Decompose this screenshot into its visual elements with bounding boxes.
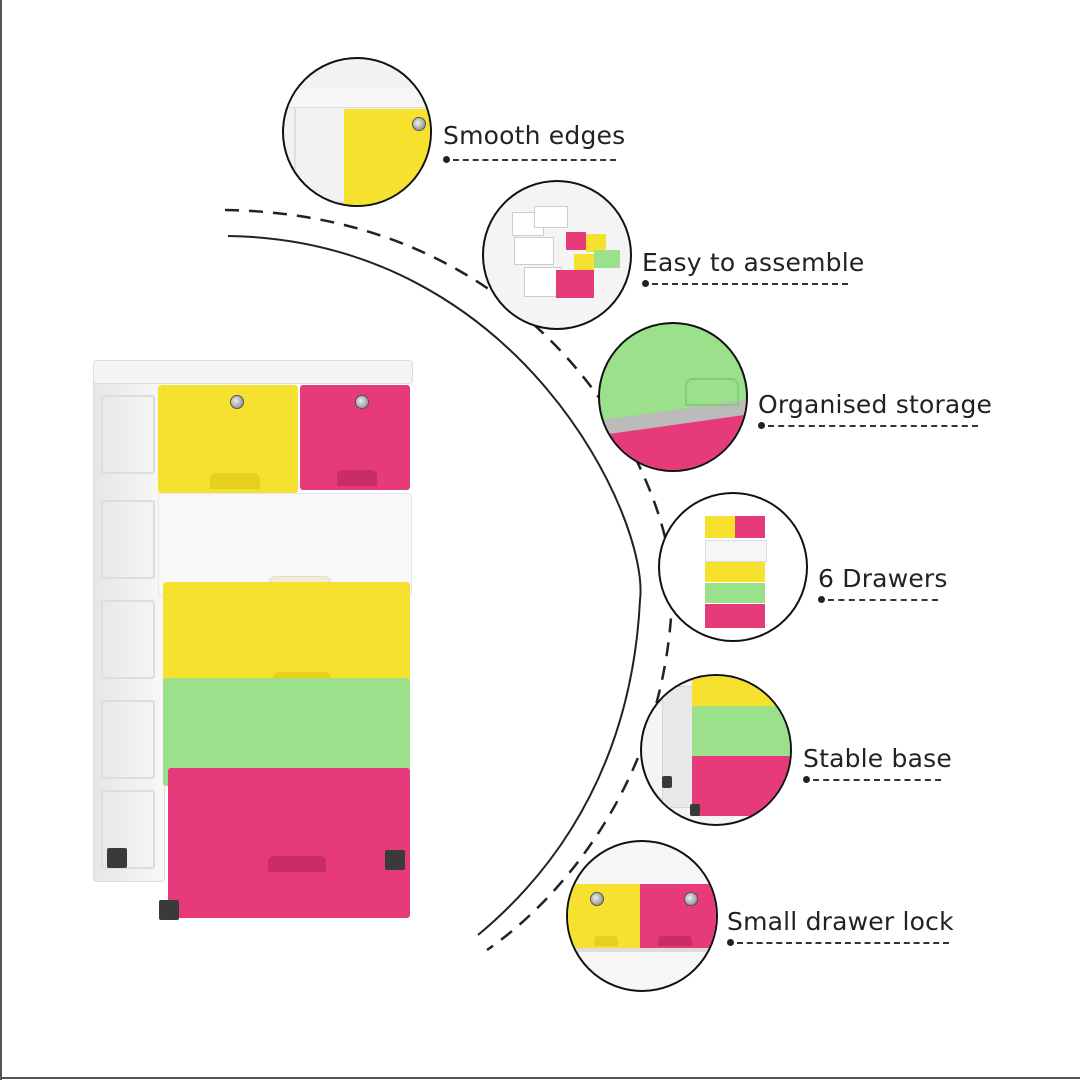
feature-label: Organised storage — [758, 390, 993, 419]
drawer-handle — [268, 856, 326, 872]
dashed-underline — [813, 779, 941, 781]
feature-label: Easy to assemble — [642, 248, 865, 277]
side-inset-3 — [101, 600, 155, 679]
drawer-unit-image — [93, 360, 413, 920]
dashed-underline — [768, 425, 978, 427]
smooth-edges-circle — [282, 57, 432, 207]
organised-storage-circle — [598, 322, 748, 472]
bottom-border — [0, 1077, 1080, 1079]
side-inset-4 — [101, 700, 155, 779]
drawer-handle — [210, 473, 260, 489]
lock-icon — [684, 892, 698, 906]
feature-label: 6 Drawers — [818, 564, 948, 593]
dashed-underline — [828, 599, 938, 601]
lock-icon — [355, 395, 369, 409]
side-inset-2 — [101, 500, 155, 579]
cabinet-foot — [159, 900, 179, 920]
feature-label: Stable base — [803, 744, 952, 773]
bullet-dot — [818, 596, 825, 603]
lock-icon — [412, 117, 426, 131]
stable-base-circle — [640, 674, 792, 826]
feature-label: Smooth edges — [443, 121, 626, 150]
dashed-underline — [737, 942, 949, 944]
solid-arc — [227, 235, 642, 936]
cabinet-top — [93, 360, 413, 384]
lock-icon — [590, 892, 604, 906]
yellow-small-drawer — [158, 385, 298, 493]
dashed-underline — [453, 159, 616, 161]
bullet-dot — [642, 280, 649, 287]
feature-label: Small drawer lock — [727, 907, 954, 936]
bullet-dot — [727, 939, 734, 946]
dashed-underline — [652, 283, 848, 285]
small-drawer-lock-circle — [566, 840, 718, 992]
six-drawers-circle — [658, 492, 808, 642]
bullet-dot — [443, 156, 450, 163]
cabinet-foot — [107, 848, 127, 868]
drawer-handle — [337, 470, 377, 486]
left-border — [0, 0, 2, 1080]
cabinet-foot — [662, 776, 672, 788]
side-inset-5 — [101, 790, 155, 869]
dashed-arc — [224, 208, 674, 952]
easy-to-assemble-circle — [482, 180, 632, 330]
side-inset-1 — [101, 395, 155, 474]
cabinet-foot — [690, 804, 700, 816]
pink-large-drawer — [168, 768, 410, 918]
lock-icon — [230, 395, 244, 409]
bullet-dot — [758, 422, 765, 429]
bullet-dot — [803, 776, 810, 783]
pink-small-drawer — [300, 385, 410, 490]
yellow-large-drawer — [163, 582, 410, 690]
cabinet-foot — [385, 850, 405, 870]
